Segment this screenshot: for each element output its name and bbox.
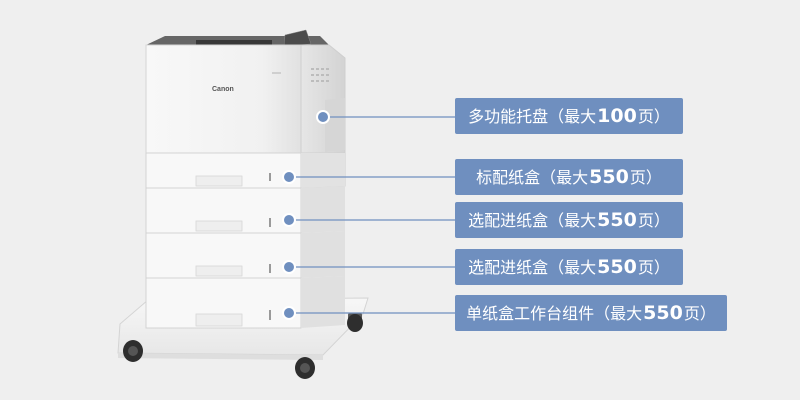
callout-text-after: 页） <box>629 167 662 187</box>
connector-dot-5 <box>282 306 296 320</box>
callout-text-before: 单纸盒工作台组件（最大 <box>466 303 643 323</box>
callout-text-before: 选配进纸盒（最大 <box>468 257 597 277</box>
callout-number: 550 <box>589 165 629 188</box>
callout-text-before: 标配纸盒（最大 <box>476 167 589 187</box>
brand-logo: Canon <box>212 86 234 93</box>
callout-text-after: 页） <box>637 210 670 230</box>
connector-dot-1 <box>316 110 330 124</box>
callout-number: 550 <box>643 301 683 324</box>
callout-number: 550 <box>597 208 637 231</box>
callout-text-after: 页） <box>637 257 670 277</box>
callout-number: 100 <box>597 104 637 127</box>
printer-body: Canon <box>145 29 346 154</box>
connector-dot-2 <box>282 170 296 184</box>
callout-text-after: 页） <box>637 106 670 126</box>
callout-text-after: 页） <box>683 303 716 323</box>
caster-wheels <box>123 314 363 379</box>
callout-text-before: 选配进纸盒（最大 <box>468 210 597 230</box>
callout-standard-cassette: 标配纸盒（最大 550 页） <box>455 159 683 195</box>
callout-number: 550 <box>597 255 637 278</box>
connector-dot-3 <box>282 213 296 227</box>
callout-connectors <box>282 110 455 320</box>
callout-optional-feeder-1: 选配进纸盒（最大 550 页） <box>455 202 683 238</box>
connector-dot-4 <box>282 260 296 274</box>
callout-optional-feeder-2: 选配进纸盒（最大 550 页） <box>455 249 683 285</box>
callout-text-before: 多功能托盘（最大 <box>468 106 597 126</box>
paper-trays <box>145 152 346 329</box>
callout-multipurpose-tray: 多功能托盘（最大 100 页） <box>455 98 683 134</box>
callout-cassette-stand-kit: 单纸盒工作台组件（最大 550 页） <box>455 295 727 331</box>
